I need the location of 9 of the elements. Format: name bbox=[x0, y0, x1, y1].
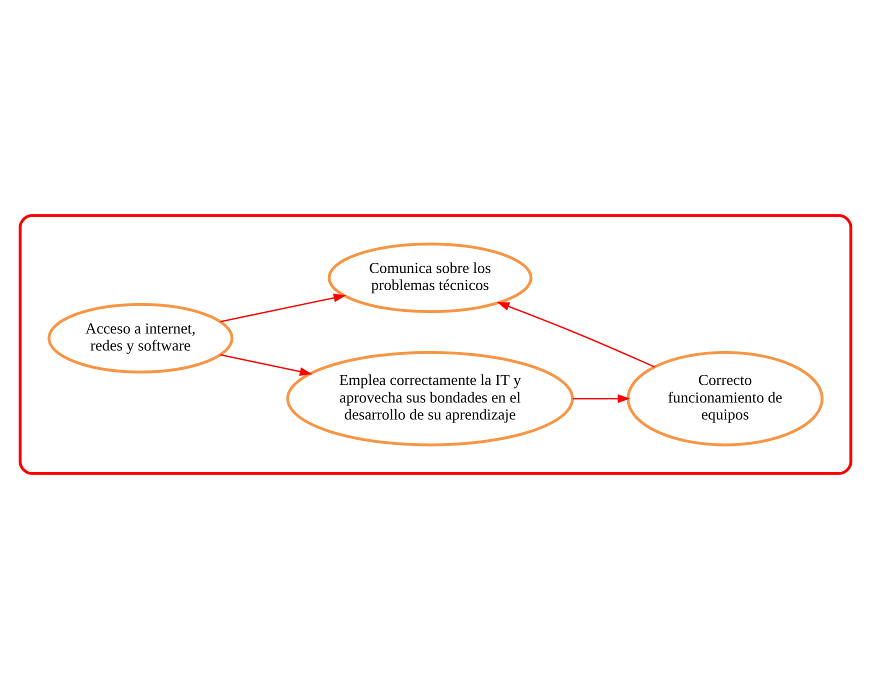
node-ellipse: Correcto funcionamiento de equipos bbox=[626, 351, 824, 446]
arrow bbox=[496, 302, 655, 368]
node-ellipse: Acceso a internet, redes y software bbox=[48, 303, 234, 374]
arrow bbox=[572, 394, 630, 404]
node-ellipse: Emplea correctamente la IT y aprovecha sus bondades en el desarrollo de su aprendizaje bbox=[286, 351, 574, 446]
node-ellipse: Comunica sobre los problemas técnicos bbox=[328, 242, 532, 314]
cluster bbox=[18, 214, 852, 475]
arrow bbox=[220, 294, 346, 322]
arrow bbox=[220, 354, 312, 376]
